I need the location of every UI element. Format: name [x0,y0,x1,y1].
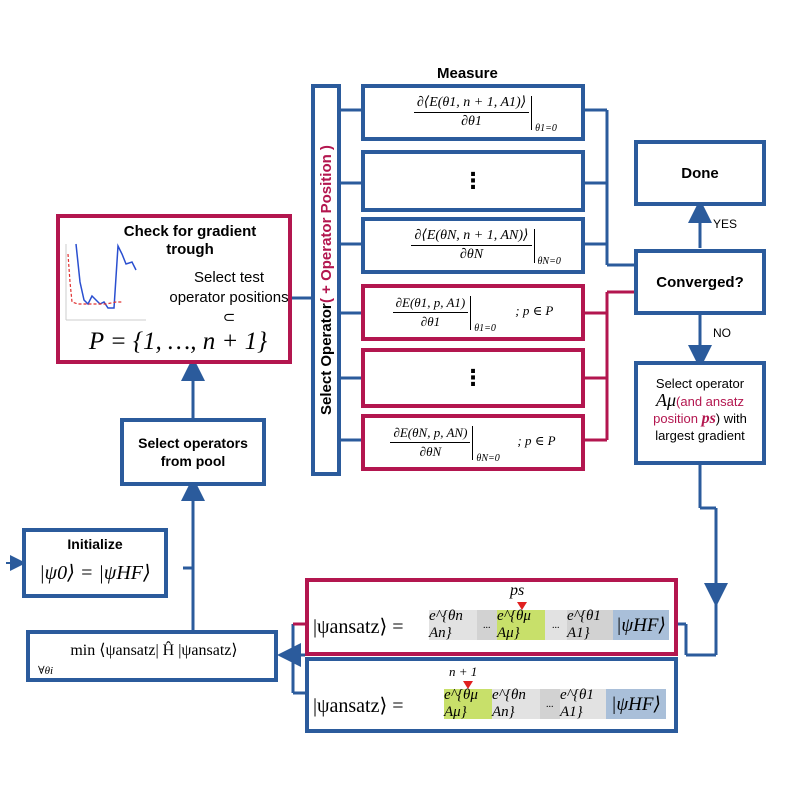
minimize-subscript: ∀θi [38,665,54,677]
select-operator-bar: Select Operator ( + Operator Position ) [311,84,341,476]
minimize-formula: min ⟨ψansatz| Ĥ |ψansatz⟩ [70,642,238,659]
initialize-title: Initialize [67,536,123,552]
ansatz-bottom-marker-arrow [463,681,473,689]
measure-row-6: ∂E(θN, p, AN)∂θN θN=0 ; p ∈ P [361,414,585,471]
select-largest-line3: largest gradient [655,428,745,443]
ansatz-bottom-cell-3: ... [540,689,560,719]
yes-label: YES [713,217,738,231]
gradient-trough-desc: Select test operator positions ⊂ [169,269,289,326]
no-label: NO [713,326,731,340]
measure-row-3: ∂⟨E(θN, n + 1, AN)⟩∂θN θN=0 [361,217,585,274]
select-largest-with: ) with [715,411,747,426]
select-largest-box: Select operator Aμ(and ansatz position p… [634,361,766,465]
ansatz-bottom-lhs: |ψansatz⟩ = [313,695,404,717]
ansatz-bottom-cell-5: |ψHF⟩ [606,689,666,719]
done-box: Done [634,140,766,206]
ansatz-top-cell-3: e^{θμ Aμ} [497,608,545,641]
measure-row-1-den: ∂θ1 [461,114,482,129]
converged-label: Converged? [656,273,744,291]
ansatz-top-marker: ps [510,582,525,599]
converged-box: Converged? [634,249,766,315]
measure-row-1-num: ∂⟨E(θ1, n + 1, A1)⟩ [413,94,530,113]
select-largest-red2: position [653,411,698,426]
ansatz-top-cell-5: e^{θ1 A1} [567,608,613,641]
select-operators-from-pool-label: Select operators from pool [138,435,248,469]
initialize-formula: |ψ0⟩ = |ψHF⟩ [39,562,151,584]
measure-row-4-den: ∂θ1 [420,314,441,329]
select-largest-op: Aμ [656,390,677,410]
ansatz-top-cell-1: e^{θn An} [429,608,477,641]
ansatz-top-cells: e^{θn An} ... e^{θμ Aμ} ... e^{θ1 A1} |ψ… [429,608,669,641]
measure-row-1: ∂⟨E(θ1, n + 1, A1)⟩∂θ1 θ1=0 [361,84,585,141]
measure-row-5-ellipsis: ⋮ [462,365,484,390]
measure-row-5: ⋮ [361,348,585,408]
measure-row-6-den: ∂θN [419,444,442,459]
measure-row-6-num: ∂E(θN, p, AN) [390,424,471,443]
ansatz-top-cell-2: ... [477,610,497,640]
select-operator-label: Select Operator ( + Operator Position ) [318,88,335,472]
select-operator-extra: ( + Operator Position ) [318,145,335,304]
ansatz-bottom-cell-2: e^{θn An} [492,687,540,720]
ansatz-top-box: |ψansatz⟩ = ps e^{θn An} ... e^{θμ Aμ} .… [305,578,678,656]
measure-row-2-ellipsis: ⋮ [462,168,484,193]
measure-row-4-suffix: ; p ∈ P [515,303,554,319]
measure-row-4-num: ∂E(θ1, p, A1) [392,294,469,313]
ansatz-bottom-cell-1: e^{θμ Aμ} [444,687,492,720]
ansatz-top-cell-4: ... [545,610,567,640]
measure-row-4-eval: θ1=0 [474,322,496,334]
select-largest-line1: Select operator [655,376,745,391]
ansatz-top-cell-6: |ψHF⟩ [613,610,669,640]
done-label: Done [681,164,719,182]
measure-row-3-eval: θN=0 [537,255,561,267]
ansatz-top-marker-arrow [517,602,527,610]
ansatz-bottom-cell-4: e^{θ1 A1} [560,687,606,720]
select-largest-red1: (and ansatz [676,394,744,409]
select-operator-main: Select Operator [318,303,335,415]
gradient-trough-box: Check for gradient trough Select test op… [56,214,292,364]
measure-row-6-eval: θN=0 [476,452,500,464]
ansatz-bottom-cells: e^{θμ Aμ} e^{θn An} ... e^{θ1 A1} |ψHF⟩ [444,687,666,720]
measure-row-1-eval: θ1=0 [535,122,557,134]
gradient-trough-plot-icon [65,243,146,321]
measure-row-2: ⋮ [361,150,585,212]
measure-label: Measure [437,65,498,82]
gradient-trough-set: P = {1, …, n + 1} [88,328,268,355]
measure-row-3-den: ∂θN [459,247,484,262]
ansatz-top-lhs: |ψansatz⟩ = [313,616,404,638]
initialize-box: Initialize |ψ0⟩ = |ψHF⟩ [22,528,168,598]
ansatz-bottom-box: |ψansatz⟩ = n + 1 e^{θμ Aμ} e^{θn An} ..… [305,657,678,733]
select-largest-ps: ps [701,410,716,427]
gradient-trough-title: Check for gradient trough [123,223,257,258]
select-operators-from-pool: Select operators from pool [120,418,266,486]
measure-row-4: ∂E(θ1, p, A1)∂θ1 θ1=0 ; p ∈ P [361,284,585,341]
measure-row-6-suffix: ; p ∈ P [517,433,556,449]
measure-row-3-num: ∂⟨E(θN, n + 1, AN)⟩ [411,227,532,246]
minimize-box: min ⟨ψansatz| Ĥ |ψansatz⟩ ∀θi [26,630,278,682]
ansatz-bottom-marker: n + 1 [449,664,478,679]
